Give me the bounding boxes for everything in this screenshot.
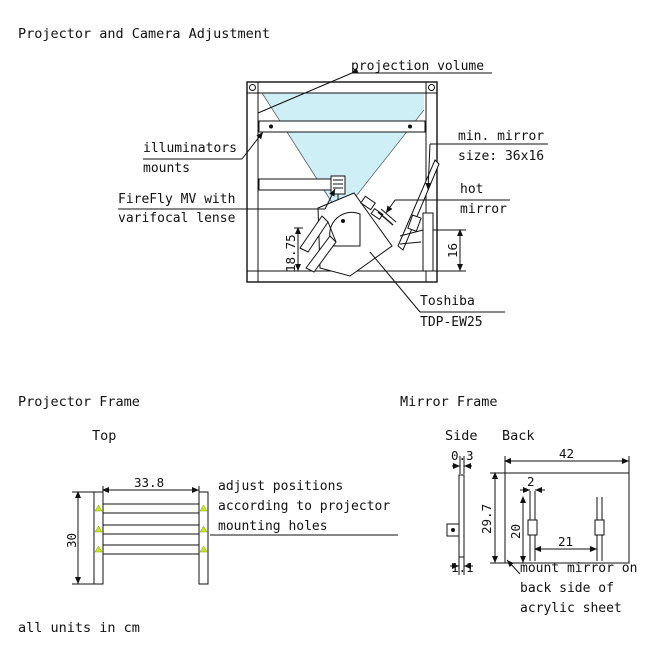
hot-label: hot xyxy=(460,182,483,197)
frame-bar-1 xyxy=(102,503,200,514)
hot-mirror xyxy=(377,211,394,226)
back-width-dimension: 42 xyxy=(559,446,574,461)
frame-width-dimension: 33.8 xyxy=(134,475,164,490)
frame-right-post xyxy=(198,491,209,585)
min-mirror-label: min. mirror xyxy=(458,129,544,144)
illuminator-mount-bar xyxy=(258,120,426,133)
mount-note-line1: mount mirror on xyxy=(520,561,637,576)
back-height-dimension: 29.7 xyxy=(479,504,494,534)
dimension-18-75: 18.75 xyxy=(283,234,298,272)
back-view-heading: Back xyxy=(502,428,535,444)
mirror-frame-views: 0.3 1.1 42 29.7 2 20 xyxy=(446,446,637,616)
mount-spacing-dimension: 21 xyxy=(558,534,573,549)
mirror-frame-heading: Mirror Frame xyxy=(400,394,498,410)
outer-frame xyxy=(246,81,438,283)
mounting-hole-marker xyxy=(199,504,208,512)
adjust-note-line3: mounting holes xyxy=(218,519,328,534)
mount-note-line3: acrylic sheet xyxy=(520,601,622,616)
projector-frame-top-view: 33.8 30 adjust positions according to pr… xyxy=(64,475,398,585)
adjust-note-line1: adjust positions xyxy=(218,479,343,494)
side-view-heading: Side xyxy=(445,428,478,444)
hot-mirror-label: mirror xyxy=(460,202,507,217)
mount-right xyxy=(594,519,605,536)
frame-bar-2 xyxy=(102,524,200,535)
mirror-size-label: size: 36x16 xyxy=(458,149,544,164)
mounting-hole-marker xyxy=(94,545,103,553)
varifocal-label: varifocal lense xyxy=(118,211,236,226)
units-footnote: all units in cm xyxy=(18,620,140,636)
toshiba-model-label: TDP-EW25 xyxy=(420,315,483,330)
acrylic-sheet-back xyxy=(504,472,630,564)
side-thickness-dimension: 0.3 xyxy=(451,448,474,463)
toshiba-label: Toshiba xyxy=(420,294,475,309)
dimension-16: 16 xyxy=(445,243,460,258)
frame-height-dimension: 30 xyxy=(64,533,79,548)
assembly-view: 18.75 16 projection volume illuminators … xyxy=(118,59,548,330)
projector-body xyxy=(317,192,393,277)
main-title: Projector and Camera Adjustment xyxy=(18,26,270,42)
frame-bar-3 xyxy=(102,544,200,555)
mounting-hole-marker xyxy=(199,545,208,553)
side-bottom-dimension: 1.1 xyxy=(451,560,474,575)
camera-body xyxy=(330,175,346,195)
mount-note-line2: back side of xyxy=(520,581,614,596)
mounting-hole-marker xyxy=(94,504,103,512)
projection-volume-label: projection volume xyxy=(351,59,484,74)
projector-frame-heading: Projector Frame xyxy=(18,394,140,410)
top-view-heading: Top xyxy=(92,428,116,444)
mounting-holes xyxy=(94,504,208,553)
acrylic-sheet-side xyxy=(458,474,465,558)
illuminators-label: illuminators xyxy=(143,141,237,156)
mount-height-dimension: 20 xyxy=(508,524,523,539)
mount-width-dimension: 2 xyxy=(527,474,535,489)
firefly-label: FireFly MV with xyxy=(118,192,235,207)
right-post xyxy=(422,212,434,272)
mounting-hole-marker xyxy=(199,525,208,533)
adjust-note-line2: according to projector xyxy=(218,499,390,514)
mount-left xyxy=(527,519,538,536)
mounts-label: mounts xyxy=(143,161,190,176)
mounting-hole-marker xyxy=(94,525,103,533)
frame-left-post xyxy=(93,491,104,585)
camera-shelf xyxy=(258,178,336,191)
